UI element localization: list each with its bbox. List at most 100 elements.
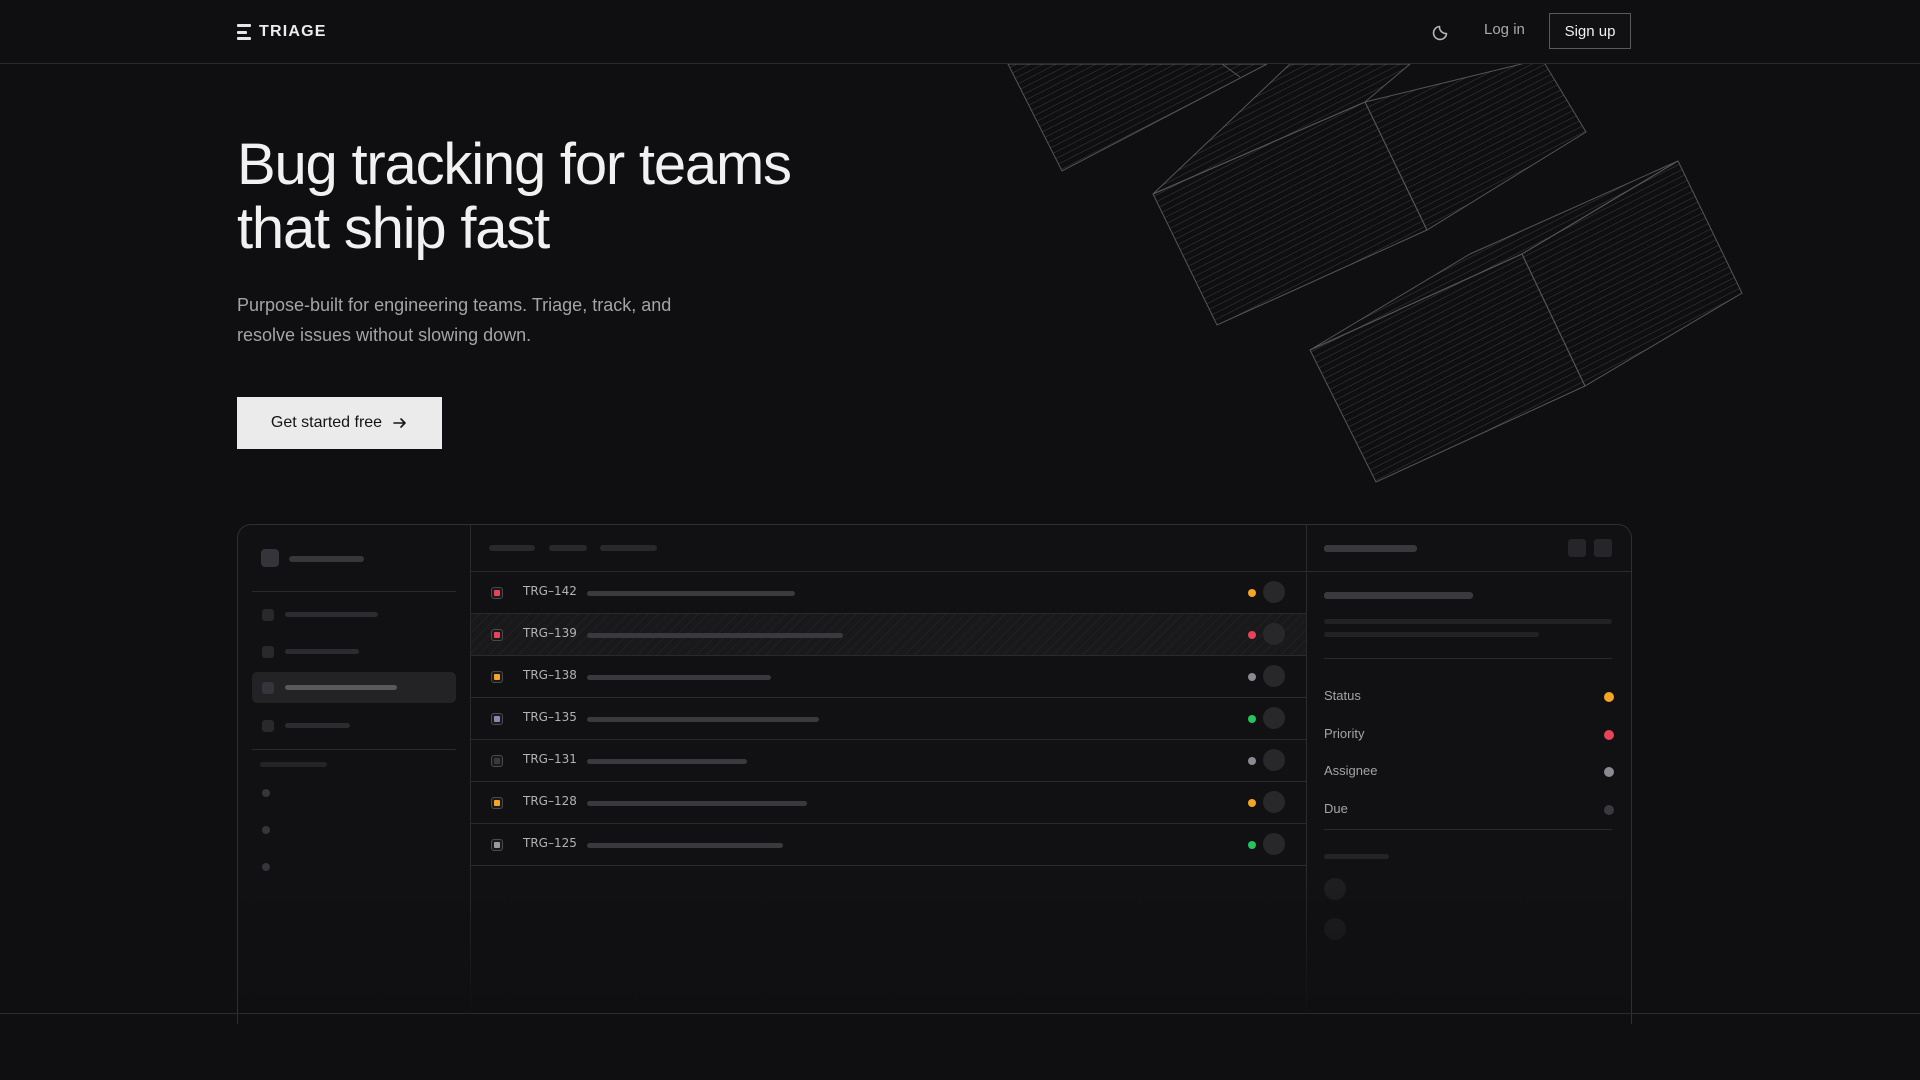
signup-button[interactable]: Sign up (1549, 13, 1631, 49)
issue-id: TRG–139 (523, 626, 577, 640)
brand-logo[interactable]: TRIAGE (237, 22, 327, 42)
issue-title-placeholder (587, 633, 843, 638)
status-dot (1248, 757, 1256, 765)
detail-divider (1324, 658, 1612, 659)
priority-icon (491, 713, 503, 725)
assignee-avatar[interactable] (1263, 581, 1285, 603)
tab-placeholder[interactable] (549, 545, 587, 551)
issue-row[interactable]: TRG–142 (471, 572, 1306, 614)
hero-subtitle-line-2: resolve issues without slowing down. (237, 325, 531, 345)
issue-id: TRG–138 (523, 668, 577, 682)
workspace-icon (261, 549, 279, 567)
property-label: Due (1324, 801, 1348, 816)
detail-section-heading (1324, 854, 1389, 859)
issue-detail-panel: StatusPriorityAssigneeDue (1307, 525, 1632, 1024)
brand-name: TRIAGE (259, 23, 327, 41)
detail-divider (1324, 829, 1612, 830)
hero-title-line-2: that ship fast (237, 196, 549, 261)
hero-title-line-1: Bug tracking for teams (237, 132, 791, 197)
sidebar-divider (252, 591, 456, 592)
priority-icon (491, 629, 503, 641)
sidebar-item-active-label (285, 685, 397, 690)
bottom-divider (0, 1013, 1920, 1014)
sidebar-item-icon (262, 682, 274, 694)
detail-action-icon[interactable] (1594, 539, 1612, 557)
priority-icon (491, 587, 503, 599)
issue-id: TRG–142 (523, 584, 577, 598)
priority-icon-fill (494, 716, 500, 722)
issue-list-panel: TRG–142TRG–139TRG–138TRG–135TRG–131TRG–1… (471, 525, 1307, 1024)
hero-subtitle: Purpose-built for engineering teams. Tri… (237, 290, 757, 350)
property-label: Status (1324, 688, 1361, 703)
property-value-dot (1604, 767, 1614, 777)
login-link[interactable]: Log in (1484, 21, 1525, 38)
get-started-label: Get started free (271, 414, 382, 432)
issue-row[interactable]: TRG–139 (471, 614, 1306, 656)
arrow-right-icon (392, 415, 408, 431)
sidebar-item[interactable] (285, 723, 350, 728)
tab-placeholder[interactable] (489, 545, 535, 551)
issue-list-header (471, 525, 1306, 572)
property-value-dot (1604, 692, 1614, 702)
issue-id: TRG–125 (523, 836, 577, 850)
issue-title-placeholder (587, 801, 807, 806)
issue-id: TRG–128 (523, 794, 577, 808)
priority-icon-fill (494, 842, 500, 848)
issue-id: TRG–135 (523, 710, 577, 724)
assignee-avatar[interactable] (1263, 749, 1285, 771)
tab-placeholder[interactable] (600, 545, 657, 551)
sidebar-item-icon (262, 609, 274, 621)
app-preview-window: TRG–142TRG–139TRG–138TRG–135TRG–131TRG–1… (237, 524, 1632, 1024)
detail-action-icon[interactable] (1568, 539, 1586, 557)
property-assignee[interactable]: Assignee (1324, 763, 1614, 781)
avatar (1324, 878, 1346, 900)
detail-divider (1307, 571, 1632, 572)
sidebar-bullet[interactable] (262, 826, 270, 834)
status-dot (1248, 715, 1256, 723)
property-label: Priority (1324, 726, 1364, 741)
issue-row[interactable]: TRG–138 (471, 656, 1306, 698)
priority-icon-fill (494, 590, 500, 596)
issue-row[interactable]: TRG–128 (471, 782, 1306, 824)
assignee-avatar[interactable] (1263, 791, 1285, 813)
hero-subtitle-line-1: Purpose-built for engineering teams. Tri… (237, 295, 671, 315)
issue-row[interactable]: TRG–125 (471, 824, 1306, 866)
issue-row[interactable]: TRG–135 (471, 698, 1306, 740)
sidebar-divider (252, 749, 456, 750)
sidebar-item[interactable] (285, 649, 359, 654)
detail-text-placeholder (1324, 632, 1539, 637)
app-sidebar (238, 525, 471, 1024)
sidebar-item-icon (262, 646, 274, 658)
assignee-avatar[interactable] (1263, 623, 1285, 645)
priority-icon-fill (494, 674, 500, 680)
sidebar-item[interactable] (285, 612, 378, 617)
property-value-dot (1604, 805, 1614, 815)
property-due[interactable]: Due (1324, 801, 1614, 819)
assignee-avatar[interactable] (1263, 665, 1285, 687)
assignee-avatar[interactable] (1263, 707, 1285, 729)
avatar (1324, 918, 1346, 940)
property-priority[interactable]: Priority (1324, 726, 1614, 744)
status-dot (1248, 799, 1256, 807)
sidebar-bullet[interactable] (262, 863, 270, 871)
detail-text-placeholder (1324, 619, 1612, 624)
priority-icon-fill (494, 632, 500, 638)
top-navbar: TRIAGE Log in Sign up (0, 0, 1920, 64)
sidebar-item-icon (262, 720, 274, 732)
issue-title-placeholder (587, 675, 771, 680)
property-label: Assignee (1324, 763, 1377, 778)
issue-title-placeholder (587, 591, 795, 596)
moon-icon[interactable] (1432, 21, 1452, 41)
priority-icon-fill (494, 758, 500, 764)
property-value-dot (1604, 730, 1614, 740)
assignee-avatar[interactable] (1263, 833, 1285, 855)
property-status[interactable]: Status (1324, 688, 1614, 706)
issue-row[interactable]: TRG–131 (471, 740, 1306, 782)
sidebar-bullet[interactable] (262, 789, 270, 797)
status-dot (1248, 589, 1256, 597)
hero-title: Bug tracking for teams that ship fast (237, 133, 937, 261)
detail-heading-placeholder (1324, 592, 1473, 599)
issue-title-placeholder (587, 759, 747, 764)
issue-title-placeholder (587, 843, 783, 848)
get-started-button[interactable]: Get started free (237, 397, 442, 449)
